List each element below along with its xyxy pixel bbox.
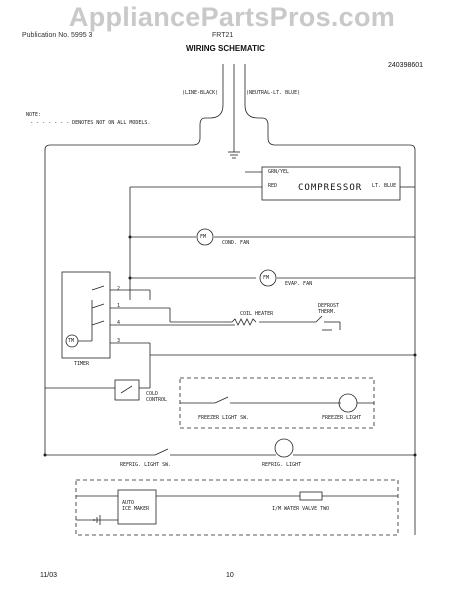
compressor-label: COMPRESSOR — [298, 183, 363, 193]
timer-motor-symbol: TM — [68, 338, 75, 344]
timer-label: TIMER — [74, 361, 90, 367]
note-heading: NOTE: — [26, 112, 42, 118]
water-valve-label: I/M WATER VALVE TWO — [272, 506, 330, 512]
cond-fan-label: COND. FAN — [222, 240, 250, 246]
refrig-light-label: REFRIG. LIGHT — [262, 462, 302, 468]
cond-fan-symbol: FM — [200, 234, 207, 240]
freezer-light-label: FREEZER LIGHT — [322, 415, 362, 421]
terminal-4: 4 — [117, 320, 121, 326]
evap-fan-symbol: FM — [263, 275, 270, 281]
ground-wire-label: GRN/YEL — [268, 169, 290, 175]
line-black-label: (LINE-BLACK) — [182, 90, 219, 96]
blue-wire-label: LT. BLUE — [372, 183, 397, 189]
evap-fan-label: EVAP. FAN — [285, 281, 313, 287]
terminal-3: 3 — [117, 338, 121, 344]
note-text: - - - - - - - DENOTES NOT ON ALL MODELS. — [30, 120, 151, 126]
cold-control-label: COLD CONTROL — [146, 391, 168, 403]
terminal-1: 1 — [117, 303, 121, 309]
footer-page-number: 10 — [226, 572, 234, 579]
red-wire-label: RED — [268, 183, 278, 189]
publication-text: Publication No. 5995 3 — [22, 32, 93, 39]
auto-ice-maker-label: AUTO ICE MAKER — [122, 500, 150, 512]
diagram-title: WIRING SCHEMATIC — [186, 44, 265, 53]
defrost-therm-label: DEFROST THERM. — [318, 303, 340, 315]
watermark: AppliancePartsPros.com — [68, 2, 396, 32]
neutral-label: (NEUTRAL-LT. BLUE) — [246, 90, 301, 96]
coil-heater-label: COIL HEATER — [240, 311, 274, 317]
terminal-2: 2 — [117, 286, 121, 292]
refrig-light-sw-label: REFRIG. LIGHT SW. — [120, 462, 172, 468]
footer-date: 11/03 — [40, 572, 57, 579]
part-number: 240398601 — [388, 62, 424, 69]
freezer-light-sw-label: FREEZER LIGHT SW. — [198, 415, 250, 421]
model-text: FRT21 — [212, 32, 234, 39]
